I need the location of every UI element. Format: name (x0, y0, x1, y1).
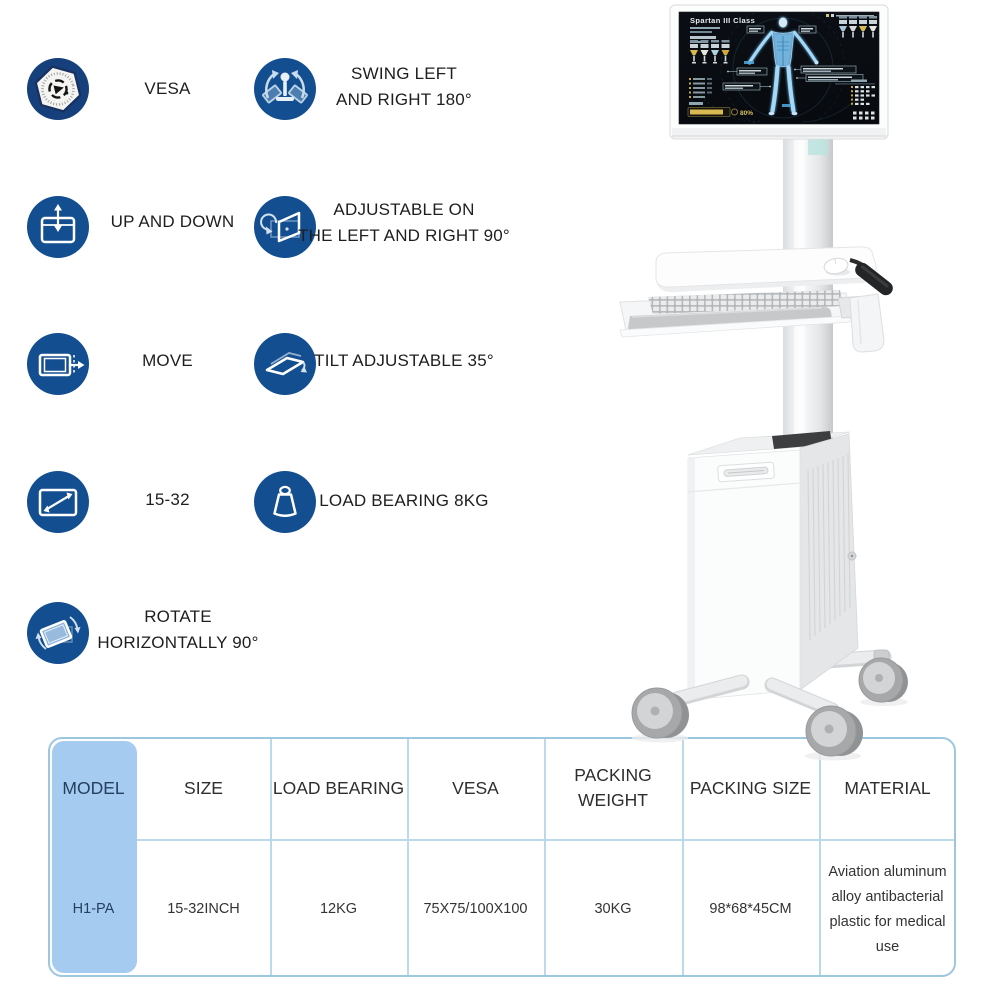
feature-label-vesa: VESA (144, 79, 191, 98)
feature-label-rotate: ROTATE HORIZONTALLY 90° (97, 607, 259, 652)
model-column-highlight (52, 741, 137, 973)
tray-rail (837, 295, 869, 319)
vent-slots (807, 453, 851, 641)
cell-packing-size: 98*68*45CM (709, 901, 792, 917)
load-bearing-icon (254, 471, 316, 533)
right-gauges (839, 16, 877, 38)
cell-load-bearing: 12KG (319, 901, 358, 917)
caster-wheel (858, 649, 908, 706)
monitor-screen (678, 11, 880, 125)
up-down-icon (27, 196, 89, 258)
door-lock (847, 551, 857, 561)
keyboard (648, 290, 843, 314)
screen-size-icon (27, 471, 89, 533)
move-icon (27, 333, 89, 395)
rotate-horizontal-icon (27, 602, 89, 664)
cart-handle (849, 258, 893, 296)
cell-packing-weight: 30KG (594, 901, 632, 917)
caster-leg (654, 674, 750, 711)
swing-left-right-icon (254, 58, 316, 120)
left-data-rows (689, 78, 712, 98)
feature-label-load: LOAD BEARING 8KG (319, 491, 489, 510)
caster-leg (804, 649, 892, 670)
callout-labels (722, 25, 864, 107)
header-model: MODEL (62, 778, 125, 798)
header-vesa: VESA (452, 778, 499, 798)
header-material: MATERIAL (844, 778, 931, 798)
table-gridline (682, 739, 684, 975)
feature-label-size: 15-32 (145, 490, 190, 509)
pole-slot (772, 431, 832, 449)
cell-model: H1-PA (72, 901, 115, 917)
scanner-holster (849, 293, 885, 353)
pole-teal-accent (808, 139, 828, 155)
keyboard-tray (619, 290, 869, 338)
header-packing-weight: PACKING WEIGHT (574, 765, 652, 810)
cabinet-handle-recess (717, 461, 775, 483)
feature-label-move: MOVE (142, 351, 193, 370)
cell-vesa: 75X75/100X100 (423, 901, 528, 917)
palm-rest (628, 307, 832, 334)
adjustable-left-right-icon (254, 196, 316, 258)
table-gridline (137, 839, 954, 841)
feature-label-up-down: UP AND DOWN (110, 212, 235, 231)
tilt-icon (254, 333, 316, 395)
feature-label-tilt: TILT ADJUSTABLE 35° (314, 351, 494, 370)
table-gridline (407, 739, 409, 975)
caster-wheel (631, 687, 689, 743)
cabinet (687, 431, 859, 701)
header-size: SIZE (184, 778, 223, 798)
table-gridline (544, 739, 546, 975)
feature-label-swing: SWING LEFT AND RIGHT 180° (336, 64, 472, 109)
left-gauges (690, 40, 730, 64)
vesa-badge-icon (27, 58, 89, 120)
progress-value: 80% (740, 110, 753, 117)
header-packing-size: PACKING SIZE (689, 778, 812, 798)
work-surface (655, 246, 877, 293)
bottom-right-data (835, 79, 875, 120)
scan-progress: 80% (687, 102, 753, 117)
cabinet-side-vented (799, 433, 859, 691)
header-load-bearing: LOAD BEARING (272, 778, 405, 798)
cart-pole (783, 126, 833, 440)
mouse (823, 257, 849, 275)
table-gridline (270, 739, 272, 975)
screen-title: Spartan III Class (690, 16, 755, 25)
table-gridline (819, 739, 821, 975)
caster-leg (764, 677, 840, 718)
feature-label-adjustable: ADJUSTABLE ON THE LEFT AND RIGHT 90° (298, 200, 510, 245)
cell-size: 15-32INCH (167, 901, 240, 917)
body-scan-hud: Spartan III Class (687, 12, 877, 124)
monitor: Spartan III Class (669, 4, 889, 140)
spec-table: MODEL SIZE LOAD BEARING VESA PACKING WEI… (48, 737, 956, 977)
body-scan-figure (747, 17, 819, 116)
cabinet-front (687, 449, 801, 701)
cell-material: Aviation aluminum alloy antibacterial pl… (828, 864, 947, 955)
